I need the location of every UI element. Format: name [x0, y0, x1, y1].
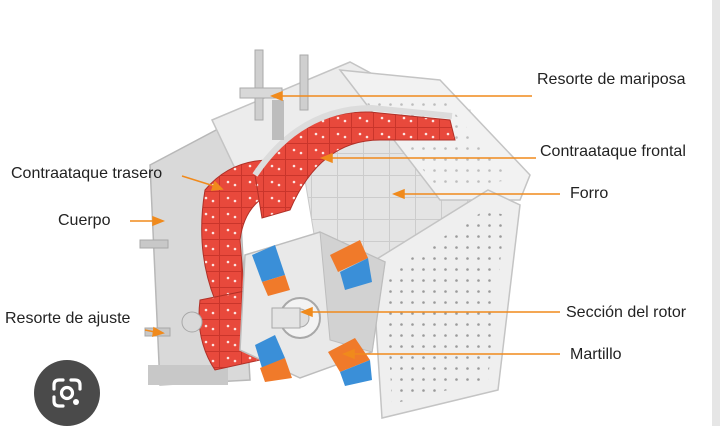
label-cuerpo: Cuerpo [58, 212, 111, 229]
front-curtain-frame [252, 104, 453, 177]
label-martillo: Martillo [570, 346, 622, 363]
label-forro: Forro [570, 185, 609, 202]
top-springs [239, 49, 309, 140]
crusher-body [139, 49, 531, 419]
label-contraataque-trasero: Contraataque trasero [11, 165, 163, 182]
leader-contraataque-trasero [181, 175, 215, 187]
front-panel-bolts [385, 210, 505, 404]
label-seccion-rotor: Sección del rotor [566, 304, 687, 321]
label-resorte-mariposa: Resorte de mariposa [537, 71, 686, 88]
google-lens-icon [52, 378, 82, 408]
leader-lines [130, 90, 560, 360]
label-contraataque-frontal: Contraataque frontal [540, 143, 686, 160]
base-frame [148, 365, 228, 385]
google-lens-button[interactable] [34, 360, 100, 426]
page-edge [712, 0, 720, 426]
label-resorte-ajuste: Resorte de ajuste [5, 310, 131, 327]
